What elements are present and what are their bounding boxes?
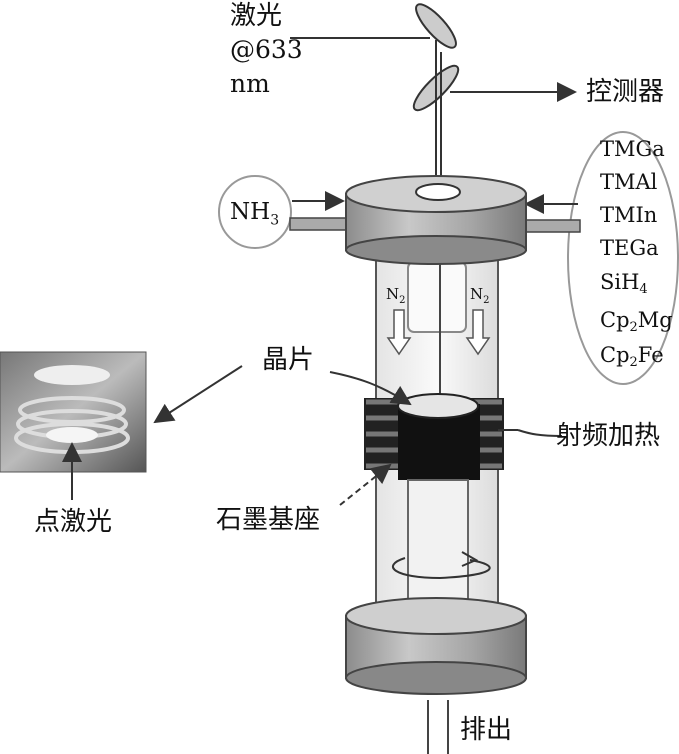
- laser-label: 激光: [230, 2, 282, 30]
- wafer-label: 晶片: [262, 346, 314, 374]
- reactor-base: [346, 598, 526, 694]
- reactor-top-lid: [346, 176, 526, 264]
- left-inlet-pipe: [290, 218, 350, 230]
- precursor-sih4: SiH4: [600, 270, 648, 302]
- precursor-cp2fe: Cp2Fe: [600, 343, 664, 375]
- point-laser-photo: [0, 352, 146, 500]
- graphite-susceptor-label: 石墨基座: [216, 506, 320, 534]
- precursor-cp2mg: Cp2Mg: [600, 308, 673, 340]
- wafer: [398, 394, 478, 418]
- laser-unit: nm: [230, 70, 270, 98]
- rf-heating-label: 射频加热: [556, 422, 660, 450]
- inner-tube: [408, 262, 466, 332]
- exhaust-pipe: [428, 700, 448, 754]
- rotating-shaft: [408, 480, 468, 610]
- exhaust-label: 排出: [460, 716, 512, 744]
- laser-beam-lines: [290, 38, 575, 190]
- point-laser-label: 点激光: [34, 508, 112, 536]
- n2-right-label: N2: [470, 285, 490, 306]
- precursor-tmga: TMGa: [600, 137, 665, 161]
- nh3-label: NH3: [230, 198, 279, 235]
- precursor-tmal: TMAl: [600, 170, 657, 194]
- n2-left-label: N2: [386, 285, 406, 306]
- rf-coil: [364, 394, 504, 480]
- detector-label: 控测器: [586, 78, 664, 106]
- laser-wavelength: @633: [230, 36, 303, 64]
- precursor-tmin: TMIn: [600, 203, 657, 227]
- right-inlet-pipe: [520, 220, 580, 232]
- precursor-tega: TEGa: [600, 236, 659, 260]
